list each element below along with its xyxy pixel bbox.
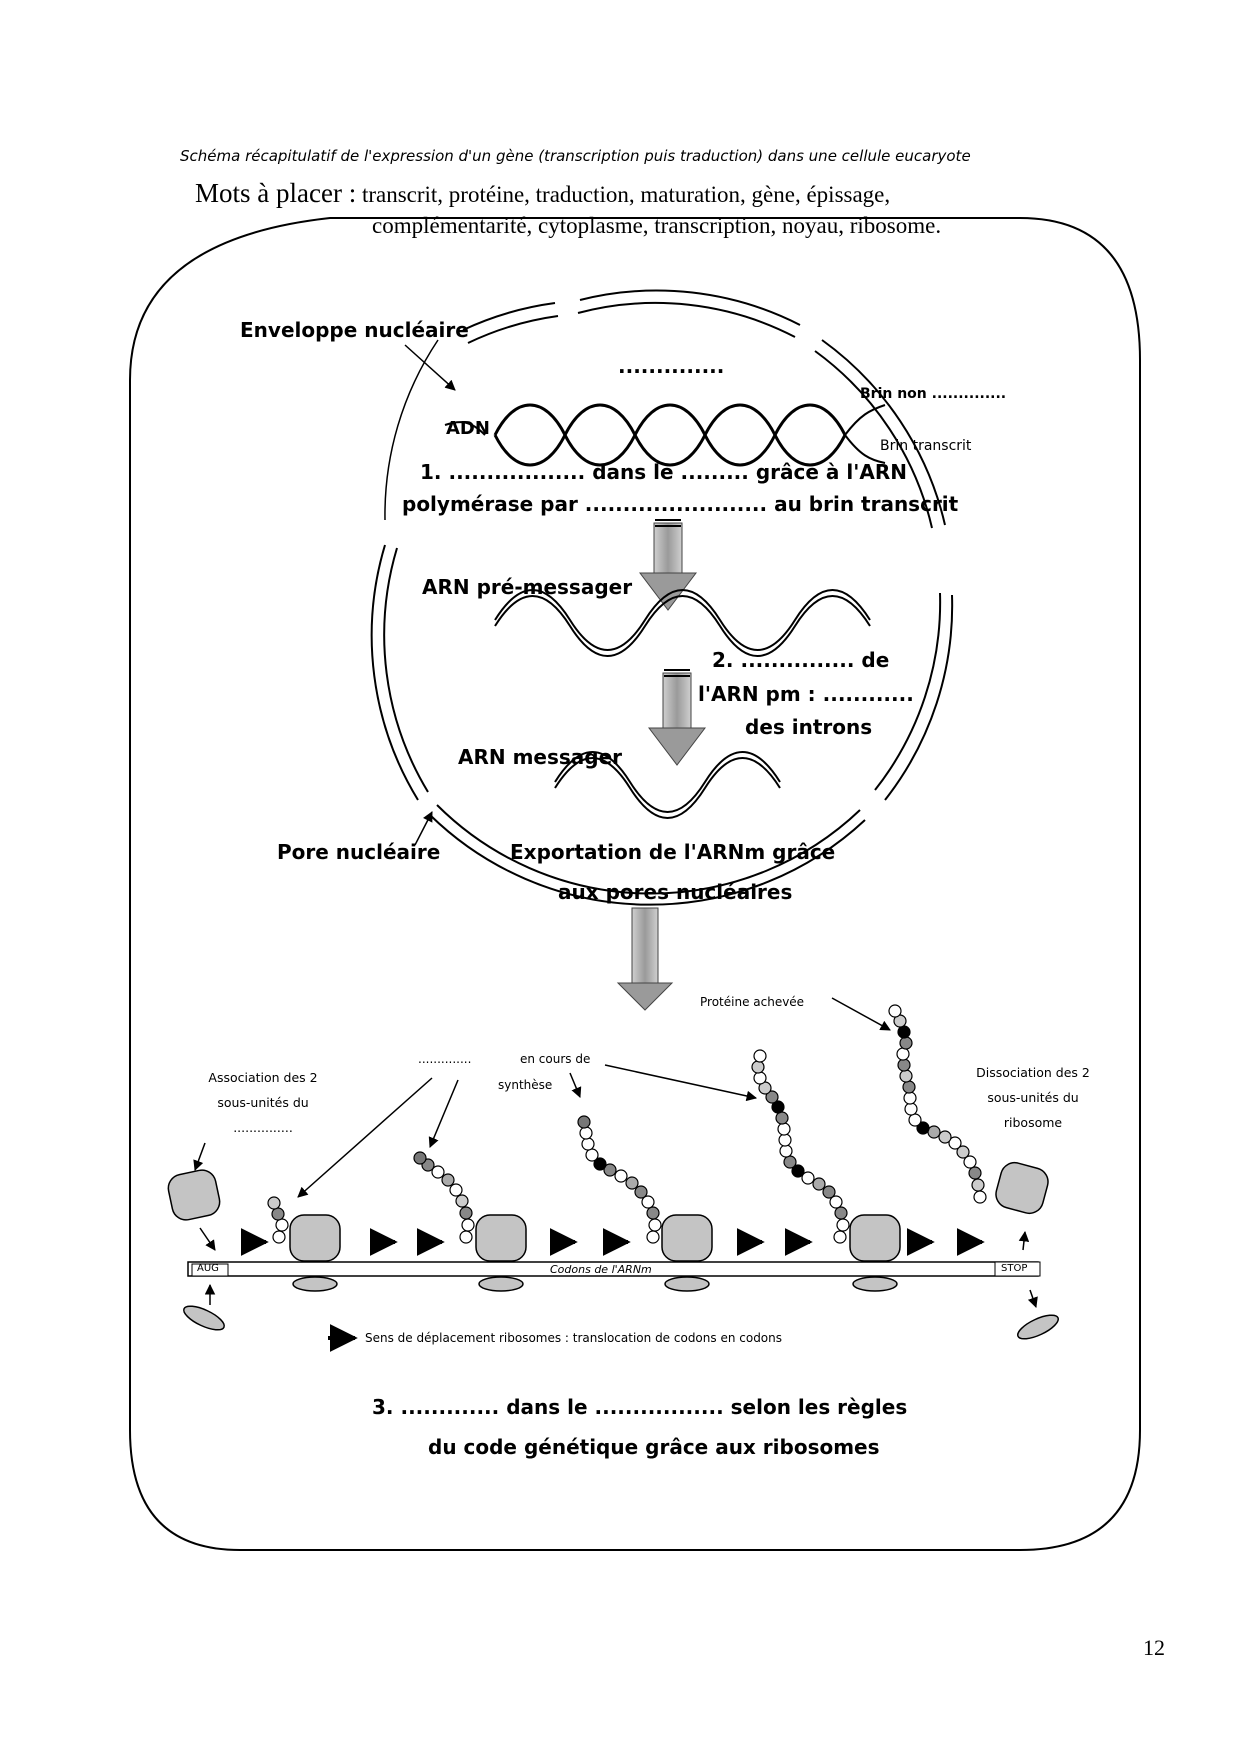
pre-mrna-strand	[494, 589, 871, 657]
strand-transcribed-label: Brin transcrit	[880, 438, 972, 454]
dissociation-line3: ribosome	[1003, 1115, 1063, 1130]
free-large-subunit-left	[167, 1169, 221, 1221]
aug-label: AUG	[197, 1263, 219, 1274]
pre-mrna-label: ARN pré-messager	[422, 575, 633, 599]
transcription-arrow	[638, 519, 698, 611]
dna-label: ADN	[446, 418, 490, 439]
words-list-2: complémentarité, cytoplasme, transcripti…	[372, 213, 942, 238]
envelope-label: Enveloppe nucléaire	[240, 318, 469, 342]
words-to-place-line1: Mots à placer : transcrit, protéine, tra…	[195, 178, 890, 209]
ribosome-small-subunit	[292, 1276, 338, 1292]
association-line3: ...............	[233, 1120, 293, 1135]
pointer-arrows	[193, 344, 1038, 1308]
ribosome-small-subunit	[664, 1276, 710, 1292]
export-arrow	[616, 907, 674, 1011]
codons-label: Codons de l'ARNm	[550, 1263, 652, 1276]
words-to-place-label: Mots à placer :	[195, 178, 357, 208]
direction-arrows	[240, 1228, 985, 1352]
step1-line2: polymérase par ........................ …	[402, 492, 959, 516]
ribosome-large-subunit	[289, 1214, 341, 1262]
mrna-strand	[554, 751, 781, 819]
pore-label: Pore nucléaire	[277, 840, 441, 864]
synthesis-blank: ..............	[418, 1052, 472, 1066]
stop-label: STOP	[1001, 1263, 1028, 1274]
cell-membrane	[129, 217, 1141, 1551]
mrna-label: ARN messager	[458, 745, 623, 769]
maturation-arrow	[647, 669, 707, 766]
strand-non-label: Brin non ..............	[860, 386, 1007, 402]
free-small-subunit-right	[1017, 1314, 1059, 1340]
aug-box	[191, 1263, 229, 1277]
export-line1: Exportation de l'ARNm grâce	[510, 840, 836, 864]
protein-done-label: Protéine achevée	[700, 995, 805, 1009]
direction-legend: Sens de déplacement ribosomes : transloc…	[365, 1331, 783, 1345]
ribosome-small-subunit	[478, 1276, 524, 1292]
association-line2: sous-unités du	[217, 1095, 309, 1110]
dissociation-line1: Dissociation des 2	[976, 1065, 1090, 1080]
association-line1: Association des 2	[208, 1070, 318, 1085]
dissociation-label: Dissociation des 2 sous-unités du riboso…	[968, 1060, 1098, 1135]
step2-line1: 2. ............... de	[712, 648, 890, 672]
step3-line2: du code génétique grâce aux ribosomes	[428, 1435, 880, 1459]
protein-chains	[267, 1004, 987, 1244]
stop-box	[994, 1261, 1041, 1277]
step2-line2: l'ARN pm : ............	[698, 682, 914, 706]
step1-line1: 1. .................. dans le ......... …	[420, 460, 907, 484]
synthesis-text1: en cours de	[520, 1052, 591, 1066]
free-small-subunit-left	[183, 1305, 225, 1331]
export-line2: aux pores nucléaires	[558, 880, 793, 904]
free-large-subunit-right	[995, 1161, 1049, 1215]
page-number: 12	[1143, 1635, 1165, 1660]
words-list-1: transcrit, protéine, traduction, maturat…	[361, 182, 891, 207]
ribosomes	[167, 1161, 1059, 1340]
dna-helix	[444, 403, 886, 467]
step3-line1: 3. ............. dans le ...............…	[372, 1395, 908, 1419]
nuclear-envelope	[370, 289, 954, 906]
ribosome-small-subunit	[852, 1276, 898, 1292]
dissociation-line2: sous-unités du	[987, 1090, 1079, 1105]
diagram-caption: Schéma récapitulatif de l'expression d'u…	[180, 147, 971, 165]
ribosome-large-subunit	[661, 1214, 713, 1262]
step2-line3: des introns	[745, 715, 873, 739]
association-label: Association des 2 sous-unités du .......…	[198, 1065, 328, 1140]
ribosome-large-subunit	[475, 1214, 527, 1262]
top-blank: ..............	[618, 354, 725, 378]
synthesis-text2: synthèse	[498, 1078, 553, 1092]
ribosome-large-subunit	[849, 1214, 901, 1262]
